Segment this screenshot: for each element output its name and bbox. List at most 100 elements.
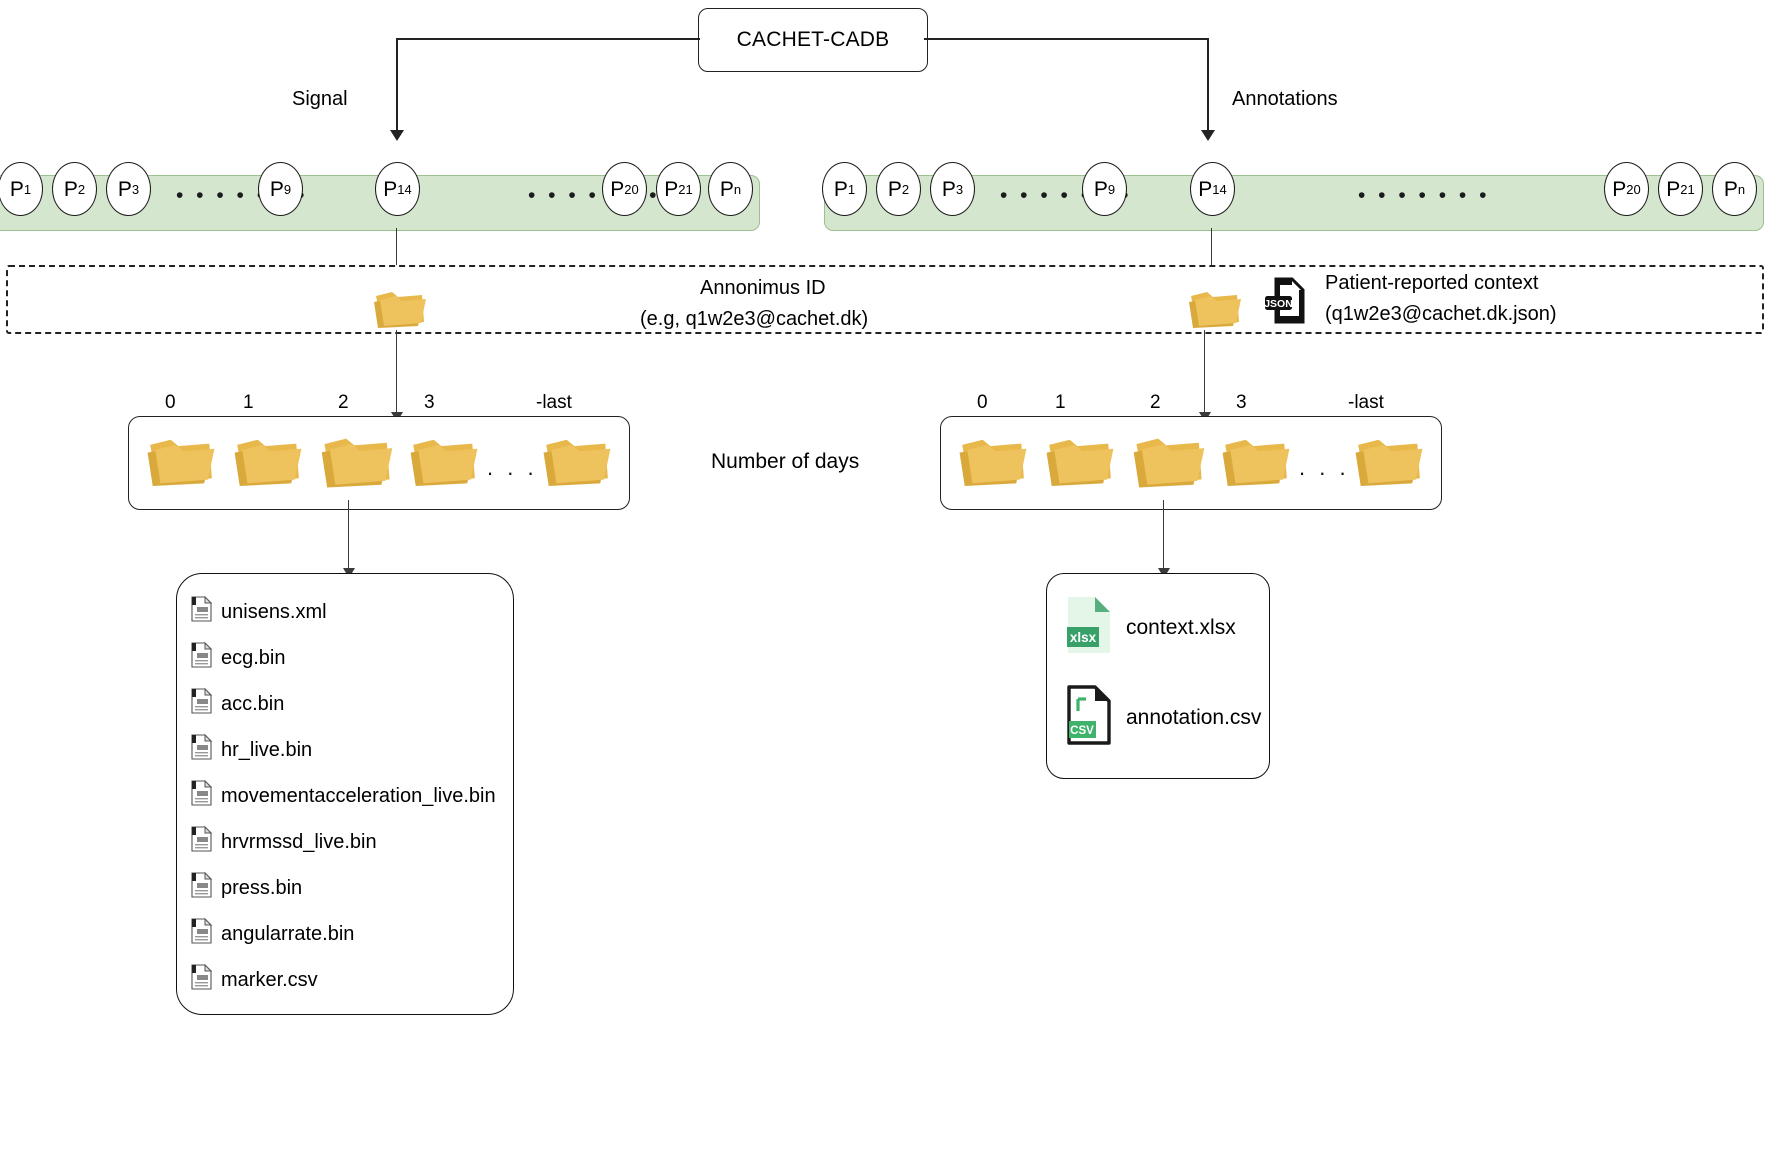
file-name: hr_live.bin (221, 738, 313, 761)
ann-day-label-2: 2 (1150, 392, 1161, 413)
participant-sub: 3 (131, 181, 140, 197)
day-folder-1[interactable] (232, 426, 304, 497)
connector-p14-to-id (396, 228, 398, 280)
file-item-context-xlsx[interactable]: xlsx context.xlsx (1066, 595, 1236, 661)
file-item-acc-bin[interactable]: acc.bin (190, 687, 284, 720)
connector-right-drop (1207, 38, 1209, 134)
participants-ellipsis-right-2: • • • • • • • (1358, 184, 1490, 207)
xlsx-icon-badge-text: xlsx (1070, 630, 1097, 645)
day-folder-2[interactable] (319, 424, 395, 499)
branch-label-signal: Signal (292, 88, 348, 110)
participant-sub: 3 (955, 181, 964, 197)
participant-label: P (1666, 177, 1681, 201)
json-file-icon: JSON (1264, 277, 1311, 324)
ann-day-folder-0[interactable] (957, 426, 1029, 497)
bin-file-icon (190, 687, 213, 720)
anonymous-id-example: (e.g, q1w2e3@cachet.dk) (640, 308, 869, 330)
participant-label: P (117, 177, 132, 201)
participant-label: P (833, 177, 848, 201)
file-item-ecg-bin[interactable]: ecg.bin (190, 641, 286, 674)
bin-file-icon (190, 963, 213, 996)
file-name: press.bin (221, 876, 303, 899)
file-item-hr-live-bin[interactable]: hr_live.bin (190, 733, 313, 766)
file-item-hrvrmssd-live-bin[interactable]: hrvrmssd_live.bin (190, 825, 377, 858)
file-item-marker-csv[interactable]: marker.csv (190, 963, 318, 996)
day-label-0: 0 (165, 392, 176, 413)
participant-folder-annotations[interactable] (1187, 282, 1243, 337)
ann-day-label-3: 3 (1236, 392, 1247, 413)
connector-days-to-files-left (348, 500, 350, 572)
file-name: marker.csv (221, 968, 318, 991)
ann-day-folder-last[interactable] (1353, 426, 1425, 497)
connector-ann-p14-to-id (1211, 228, 1213, 280)
participant-sub: n (1737, 181, 1746, 197)
patient-context-file: (q1w2e3@cachet.dk.json) (1325, 303, 1557, 325)
root-node-label: CACHET-CADB (736, 28, 890, 51)
participant-sub: 21 (1680, 181, 1695, 197)
arrow-right-to-participants (1201, 130, 1215, 141)
participant-sub: 1 (23, 181, 32, 197)
bin-file-icon (190, 641, 213, 674)
json-icon-badge-text: JSON (1264, 298, 1293, 310)
participant-label: P (719, 177, 734, 201)
number-of-days-label: Number of days (711, 450, 860, 473)
arrow-left-to-participants (390, 130, 404, 141)
day-folder-0[interactable] (145, 426, 217, 497)
file-name: ecg.bin (221, 646, 286, 669)
participant-sub: 2 (901, 181, 910, 197)
day-label-1: 1 (243, 392, 254, 413)
participant-label: P (63, 177, 78, 201)
participant-label: P (1093, 177, 1108, 201)
connector-id-to-days-right (1204, 330, 1206, 416)
file-name: annotation.csv (1126, 706, 1262, 729)
participant-label: P (887, 177, 902, 201)
file-item-annotation-csv[interactable]: CSV annotation.csv (1066, 685, 1261, 751)
connector-root-left (396, 38, 700, 40)
file-item-movementacceleration-live-bin[interactable]: movementacceleration_live.bin (190, 779, 496, 812)
file-item-angularrate-bin[interactable]: angularrate.bin (190, 917, 354, 950)
file-name: unisens.xml (221, 600, 327, 623)
participant-sub: 2 (77, 181, 86, 197)
csv-icon-badge-text: CSV (1070, 725, 1094, 737)
participant-label: P (1198, 177, 1213, 201)
ann-day-folder-3[interactable] (1220, 426, 1292, 497)
connector-root-right (924, 38, 1208, 40)
participant-sub: 14 (1212, 181, 1227, 197)
ann-day-folder-2[interactable] (1131, 424, 1207, 499)
ann-day-folder-1[interactable] (1044, 426, 1116, 497)
file-name: hrvrmssd_live.bin (221, 830, 377, 853)
anonymous-id-title: Annonimus ID (700, 277, 826, 299)
bin-file-icon (190, 733, 213, 766)
csv-file-icon: CSV (1066, 685, 1112, 751)
participant-sub: 20 (1626, 181, 1641, 197)
participant-sub: 14 (397, 181, 412, 197)
file-item-press-bin[interactable]: press.bin (190, 871, 303, 904)
file-name: movementacceleration_live.bin (221, 784, 496, 807)
participant-sub: 1 (847, 181, 856, 197)
file-name: context.xlsx (1126, 616, 1236, 639)
participant-sub: 9 (1107, 181, 1116, 197)
file-item-unisens-xml[interactable]: unisens.xml (190, 595, 327, 628)
bin-file-icon (190, 595, 213, 628)
day-folder-last[interactable] (541, 426, 613, 497)
connector-id-to-days-left (396, 330, 398, 416)
participant-folder-signal[interactable] (372, 282, 428, 337)
signal-files-box (176, 573, 514, 1015)
day-folder-3[interactable] (408, 426, 480, 497)
